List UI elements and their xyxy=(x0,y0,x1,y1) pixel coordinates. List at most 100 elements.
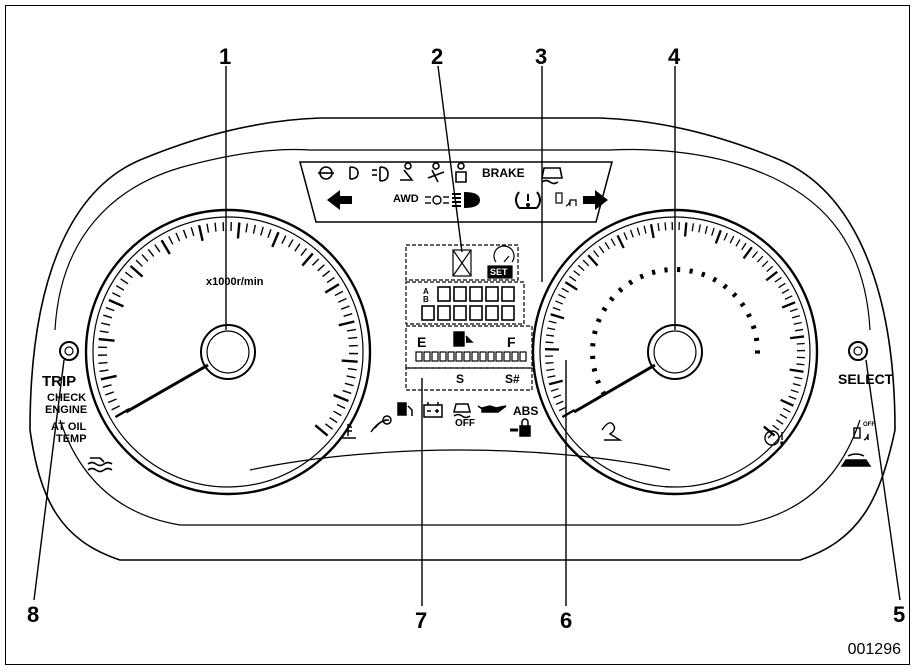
gauge-tick xyxy=(616,234,625,249)
check-engine-label-line2: ENGINE xyxy=(45,404,88,416)
gauge-tick xyxy=(154,244,161,253)
bottom-warning-icons xyxy=(340,402,531,439)
cruise-distance-icon xyxy=(452,249,472,277)
gauge-tick xyxy=(558,293,566,299)
right-turn-signal-icon xyxy=(583,190,608,210)
gauge-tick xyxy=(746,312,752,319)
cluster-base-line xyxy=(249,449,671,471)
gauge-tick xyxy=(105,306,115,312)
check-engine-label-line1: CHECK xyxy=(47,392,87,404)
security-icon xyxy=(510,418,531,437)
gauge-tick xyxy=(742,246,753,260)
gauge-tick xyxy=(344,382,354,387)
gauge-tick xyxy=(336,403,346,410)
gauge-tick xyxy=(338,320,355,327)
gauge-tick xyxy=(124,271,133,279)
gauge-tick xyxy=(347,367,357,371)
gauge-tick xyxy=(657,223,660,232)
right-side-icons xyxy=(601,422,872,467)
gauge-tick xyxy=(550,388,559,392)
auto-stop-start-icon xyxy=(601,422,623,441)
gauge-tick xyxy=(182,229,188,239)
gauge-tick xyxy=(175,232,181,242)
gauge-tick xyxy=(704,225,708,234)
gauge-tick xyxy=(546,368,555,372)
fuel-bar-segment xyxy=(471,351,479,362)
low-fuel-icon xyxy=(397,402,413,416)
top-indicator-panel xyxy=(299,161,613,223)
small-light-icon xyxy=(425,195,449,205)
gauge-tick xyxy=(101,322,111,326)
key-icon xyxy=(370,415,392,433)
odometer-digit xyxy=(485,305,499,321)
callout-4: 4 xyxy=(668,44,681,69)
select-button-label[interactable]: SELECT xyxy=(838,371,894,387)
odometer-digit xyxy=(469,286,483,302)
srs-airbag-icon xyxy=(455,162,467,183)
gauge-tick xyxy=(788,395,797,400)
gauge-tick xyxy=(781,301,796,309)
gauge-tick xyxy=(317,264,325,272)
vdc-off-label: OFF xyxy=(455,418,475,429)
trip-button-label[interactable]: TRIP xyxy=(42,373,77,390)
gauge-tick xyxy=(147,248,155,257)
passenger-seatbelt-icon xyxy=(427,162,445,183)
gauge-tick xyxy=(568,275,577,282)
gauge-tick xyxy=(780,398,794,407)
gauge-tick xyxy=(766,265,774,273)
gauge-tick xyxy=(664,267,668,273)
fuel-level-bars xyxy=(415,351,527,362)
callout-6: 6 xyxy=(560,608,573,633)
gauge-tick xyxy=(765,270,778,282)
gauge-tick xyxy=(683,222,688,237)
odometer-digit xyxy=(437,286,451,302)
gauge-tick xyxy=(168,235,174,245)
fuel-bar-segment xyxy=(415,351,423,362)
fuel-bar-segment xyxy=(495,351,503,362)
tire-pressure-icon xyxy=(515,191,541,209)
fuel-full-label: F xyxy=(507,334,516,350)
cruise-display-box xyxy=(405,244,519,281)
gauge-tick xyxy=(111,292,121,298)
hill-hold-off-label: OFF xyxy=(863,422,875,428)
vdc-off-icon xyxy=(453,403,471,419)
at-oil-temp-warning-icon xyxy=(87,457,113,473)
set-badge xyxy=(487,265,513,279)
odometer-digit xyxy=(485,286,499,302)
gauge-tick xyxy=(776,419,784,425)
gauge-tick xyxy=(790,389,799,394)
gauge-tick xyxy=(722,283,729,290)
rear-fog-light-icon xyxy=(349,166,359,180)
gauge-tick xyxy=(287,239,294,248)
odometer-digit xyxy=(469,305,483,321)
gauge-tick xyxy=(550,313,565,320)
gauge-tick xyxy=(545,341,554,344)
gauge-tick xyxy=(751,251,758,259)
odometer-digits xyxy=(421,286,515,321)
gauge-tick xyxy=(731,292,738,298)
gauge-tick xyxy=(160,239,171,255)
fuel-bar-segment xyxy=(487,351,495,362)
seatbelt-icon xyxy=(400,162,414,181)
gauge-tick xyxy=(796,342,805,345)
fuel-bar-segment xyxy=(431,351,439,362)
gauge-tick xyxy=(294,243,301,252)
gauge-tick xyxy=(338,297,347,303)
gauge-tick xyxy=(311,258,320,266)
oil-pressure-icon xyxy=(477,405,507,413)
gauge-tick xyxy=(348,336,358,340)
gear-display-box xyxy=(405,367,533,391)
gauge-tick xyxy=(100,374,117,381)
gauge-tick xyxy=(340,305,350,310)
gauge-tick xyxy=(555,300,564,305)
gauge-tick xyxy=(98,337,115,342)
gauge-tick xyxy=(761,260,769,268)
gauge-tick xyxy=(281,235,287,244)
gauge-tick xyxy=(781,288,790,294)
fuel-bar-segment xyxy=(511,351,519,362)
gauge-tick xyxy=(756,255,764,263)
callout-1: 1 xyxy=(219,44,232,69)
gauge-tick xyxy=(664,222,667,231)
gauge-tick xyxy=(794,376,803,380)
gauge-tick xyxy=(206,223,210,233)
